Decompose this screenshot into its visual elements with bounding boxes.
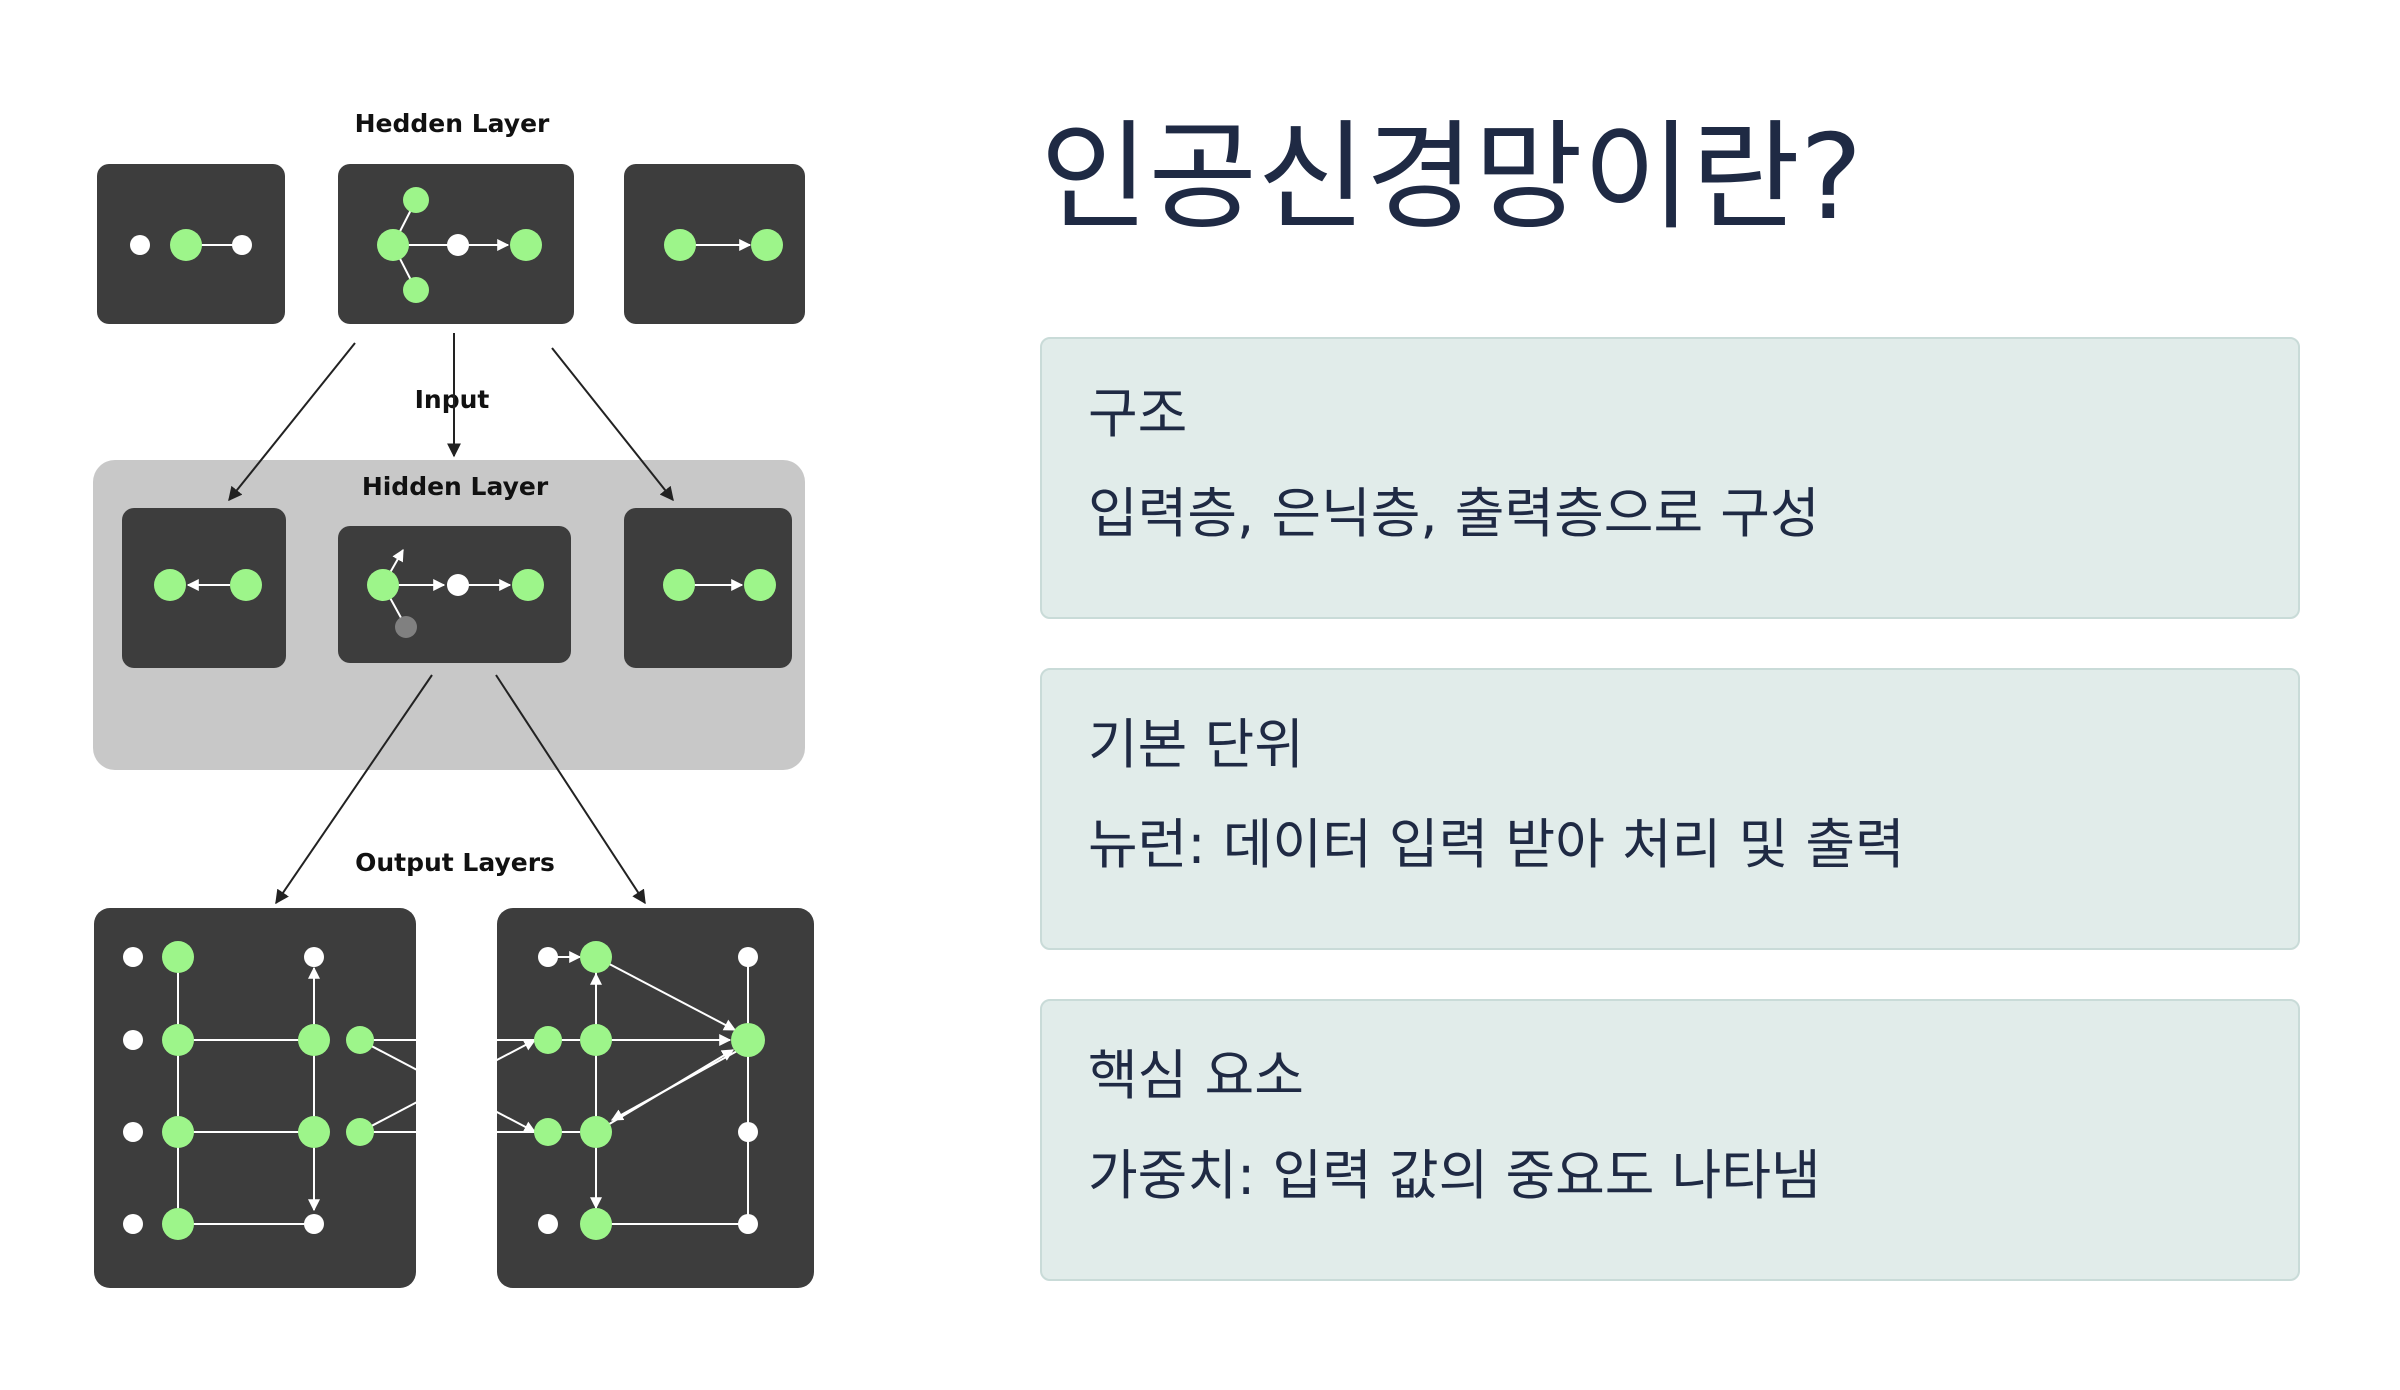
neural-network-diagram: Hedden Layer Input Output Layers Hidden … bbox=[93, 109, 814, 1288]
card-core-element: 핵심 요소 가중치: 입력 값의 중요도 나타냄 bbox=[1040, 999, 2300, 1281]
card-heading: 핵심 요소 bbox=[1088, 1044, 1304, 1107]
top-left-network bbox=[130, 229, 252, 261]
hidden-right-network bbox=[663, 569, 776, 601]
top-layer-label: Hedden Layer bbox=[355, 109, 550, 138]
top-right-network bbox=[664, 229, 783, 261]
output-layers-label: Output Layers bbox=[355, 848, 555, 877]
card-body: 입력층, 은닉층, 출력층으로 구성 bbox=[1088, 482, 1820, 545]
output-panel-right bbox=[497, 908, 814, 1288]
top-center-network bbox=[377, 187, 542, 303]
card-heading: 구조 bbox=[1088, 382, 1188, 445]
hidden-panel-right bbox=[624, 508, 792, 668]
card-structure: 구조 입력층, 은닉층, 출력층으로 구성 bbox=[1040, 337, 2300, 619]
hidden-panel-left bbox=[122, 508, 286, 668]
output-left-network bbox=[177, 957, 537, 1225]
card-body: 뉴런: 데이터 입력 받아 처리 및 출력 bbox=[1088, 813, 1905, 876]
page-title: 인공신경망이란? bbox=[1040, 108, 1863, 246]
output-right-nodes bbox=[534, 941, 765, 1240]
output-panel-left bbox=[94, 908, 416, 1288]
output-left-nodes bbox=[123, 941, 374, 1240]
input-label: Input bbox=[415, 385, 490, 414]
hidden-left-network bbox=[154, 569, 262, 601]
card-basic-unit: 기본 단위 뉴런: 데이터 입력 받아 처리 및 출력 bbox=[1040, 668, 2300, 950]
hidden-center-network bbox=[367, 548, 544, 638]
layer-connections bbox=[228, 333, 674, 905]
card-body: 가중치: 입력 값의 중요도 나타냄 bbox=[1088, 1144, 1821, 1207]
hidden-layer-label: Hidden Layer bbox=[362, 472, 549, 501]
card-heading: 기본 단위 bbox=[1088, 713, 1304, 776]
